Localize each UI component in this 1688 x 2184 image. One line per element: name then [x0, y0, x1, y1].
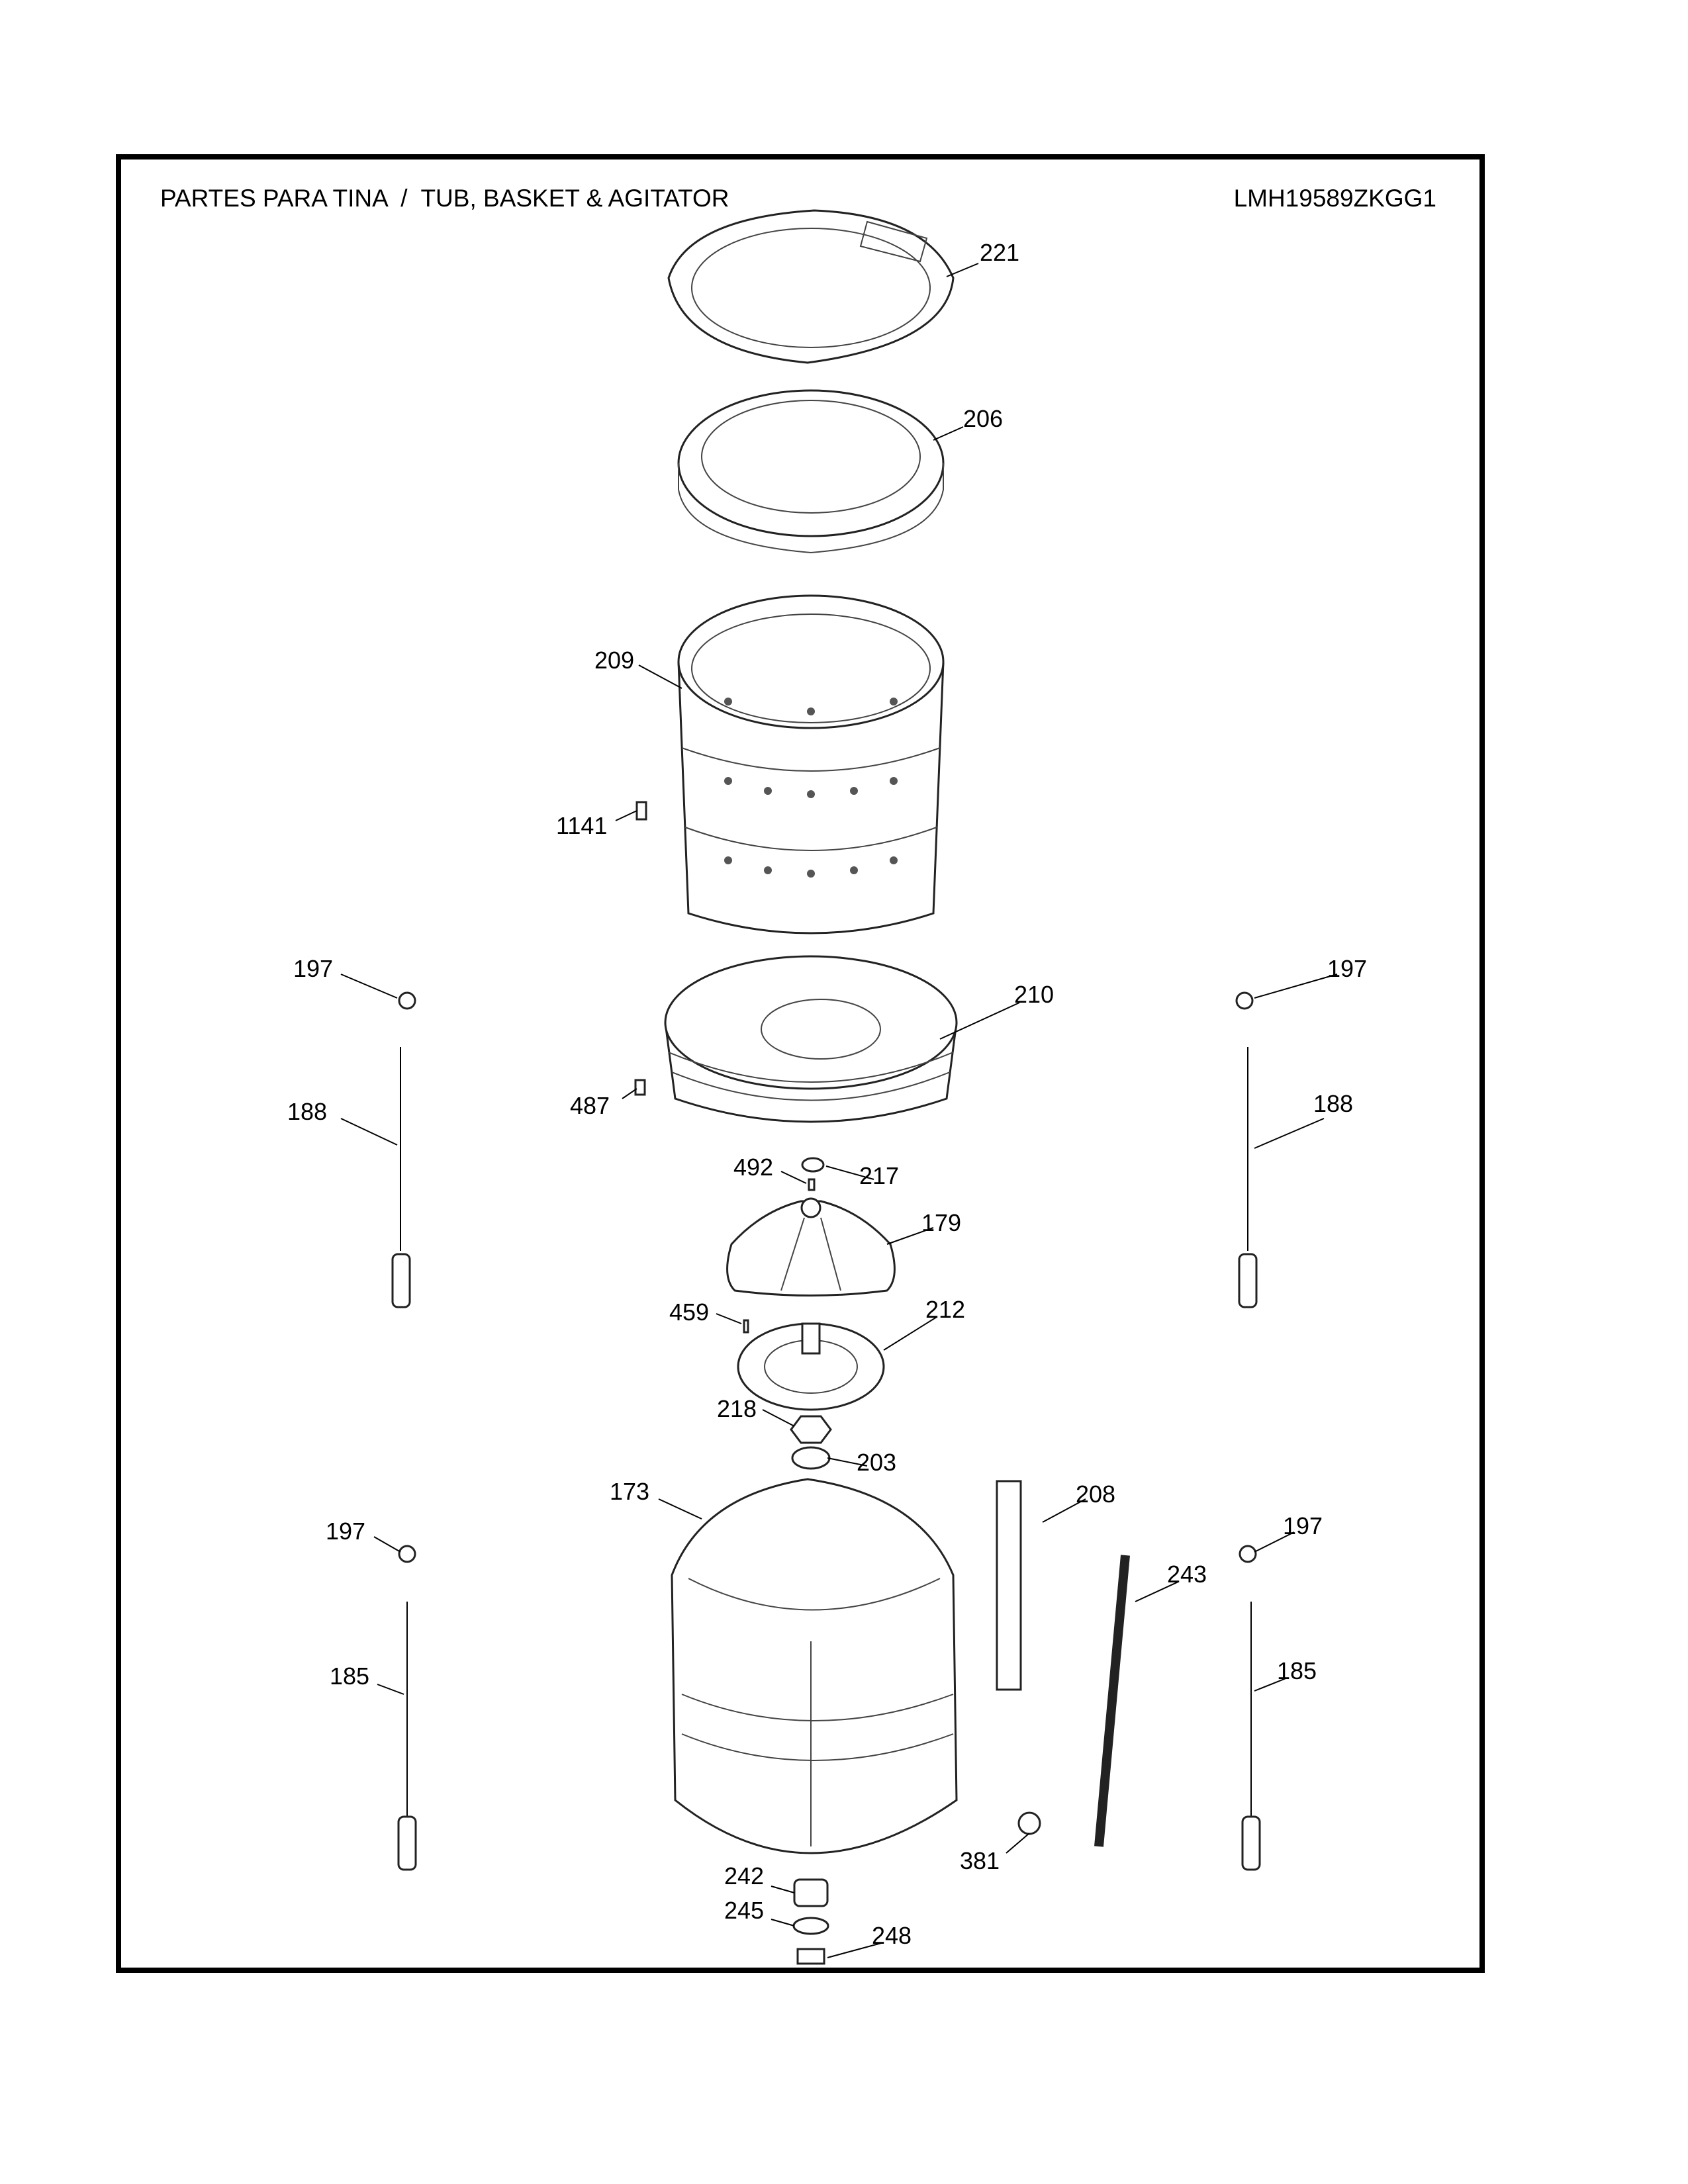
- part-1141-screw: [635, 801, 647, 821]
- part-243-drain-hose: [1094, 1555, 1130, 1847]
- callout-208: 208: [1076, 1480, 1115, 1508]
- part-245-oring: [792, 1917, 829, 1935]
- callout-1141: 1141: [556, 812, 607, 839]
- model-number: LMH19589ZKGG1: [1234, 185, 1436, 212]
- callout-203: 203: [857, 1449, 896, 1476]
- callout-185: 185: [330, 1662, 369, 1690]
- part-242-seal: [793, 1878, 829, 1907]
- callout-242: 242: [724, 1862, 764, 1889]
- callout-labels: 221 206 209 1141 197 197 210 188 188 487…: [287, 239, 1367, 1949]
- callout-197: 197: [1327, 955, 1367, 982]
- callout-243: 243: [1167, 1561, 1207, 1588]
- part-221-tub-cover: [667, 209, 955, 364]
- callout-197: 197: [1283, 1512, 1323, 1539]
- leader-lines: [340, 263, 1338, 1958]
- diagram-border: [116, 154, 1485, 1973]
- callout-185: 185: [1277, 1657, 1317, 1684]
- part-179-pulsator: [726, 1197, 896, 1297]
- part-208-pressure-hose: [996, 1480, 1022, 1691]
- callout-197: 197: [326, 1518, 365, 1545]
- part-492-screw: [808, 1178, 816, 1191]
- callout-487: 487: [570, 1092, 610, 1119]
- part-459-screw: [743, 1319, 749, 1334]
- callout-218: 218: [717, 1395, 757, 1422]
- callout-217: 217: [859, 1162, 899, 1189]
- callout-212: 212: [925, 1296, 965, 1323]
- part-217-cap: [801, 1157, 825, 1173]
- callout-492: 492: [733, 1154, 773, 1181]
- callout-179: 179: [921, 1209, 961, 1236]
- suspension-rods: [391, 991, 1261, 1871]
- part-206-balance-ring: [677, 389, 945, 554]
- callout-188: 188: [287, 1098, 327, 1125]
- callout-197: 197: [293, 955, 333, 982]
- callout-206: 206: [963, 405, 1003, 432]
- callout-188: 188: [1313, 1090, 1353, 1117]
- callout-459: 459: [669, 1298, 709, 1326]
- callout-248: 248: [872, 1922, 912, 1949]
- part-210-basket-base: [664, 955, 958, 1123]
- callout-221: 221: [980, 239, 1019, 266]
- callout-381: 381: [960, 1847, 1000, 1874]
- part-248-cap: [796, 1948, 825, 1965]
- part-209-basket: [677, 594, 945, 934]
- callout-209: 209: [594, 647, 634, 674]
- part-173-outer-tub: [671, 1478, 958, 1854]
- part-218-nut: [790, 1415, 832, 1444]
- part-212-hub-assembly: [737, 1322, 885, 1411]
- part-487-screw: [634, 1079, 646, 1096]
- callout-245: 245: [724, 1897, 764, 1924]
- callout-210: 210: [1014, 981, 1054, 1008]
- diagram-title: PARTES PARA TINA / TUB, BASKET & AGITATO…: [160, 185, 729, 212]
- part-203-washer: [791, 1446, 831, 1470]
- callout-173: 173: [610, 1478, 649, 1505]
- part-381-clamp: [1017, 1811, 1041, 1835]
